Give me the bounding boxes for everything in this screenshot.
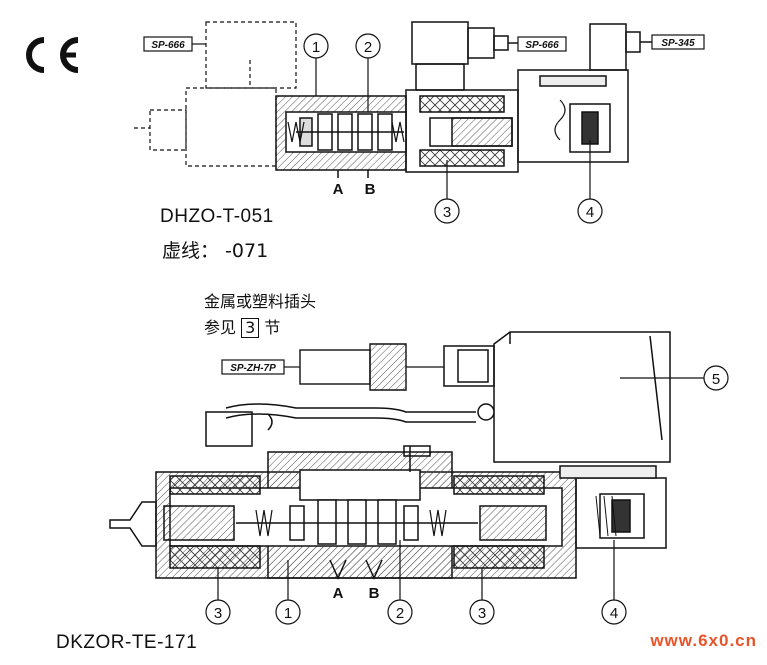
top-valve-drawing [134,21,652,178]
watermark: www.6x0.cn [650,631,757,650]
connector-label: SP-666 [525,40,559,51]
port-label-b: B [365,181,376,198]
plug-note-line1: 金属或塑料插头 [204,292,317,311]
callout-number: 3 [443,204,451,221]
callout-number: 2 [364,39,372,56]
plug-note-suffix: 节 [264,318,281,337]
top-model-label: DHZO-T-051 [160,206,274,227]
port-label-a: A [333,585,344,602]
callout-number: 1 [284,605,292,622]
callout-number: 3 [214,605,222,622]
port-label-a: A [333,181,344,198]
connector-label: SP-ZH-7P [230,363,276,374]
dashed-line-label: 虚线： -071 [162,240,269,262]
ce-logo [26,37,79,73]
plug-note-prefix: 参见 [204,318,237,337]
callout-number: 5 [712,371,720,388]
top-connector-labels: SP-666 SP-666 SP-345 [143,34,705,52]
top-callouts [303,33,603,224]
callout-number: 4 [586,204,594,221]
bottom-model-label: DKZOR-TE-171 [56,632,198,653]
bottom-connector: SP-ZH-7P [221,343,444,391]
callout-number: 3 [478,605,486,622]
port-label-b: B [369,585,380,602]
connector-label-box [517,36,567,52]
connector-label: SP-345 [661,38,695,49]
callout-number: 4 [610,605,618,622]
connector-label: SP-666 [151,40,185,51]
callout-number: 2 [396,605,404,622]
section-ref-box: 3 [241,318,260,338]
connector-label-box [651,34,705,50]
plug-note-line2: 参见 3 节 [204,314,280,338]
bottom-callouts [205,365,729,625]
callout-number: 1 [312,39,320,56]
bottom-valve-drawing [109,331,671,580]
